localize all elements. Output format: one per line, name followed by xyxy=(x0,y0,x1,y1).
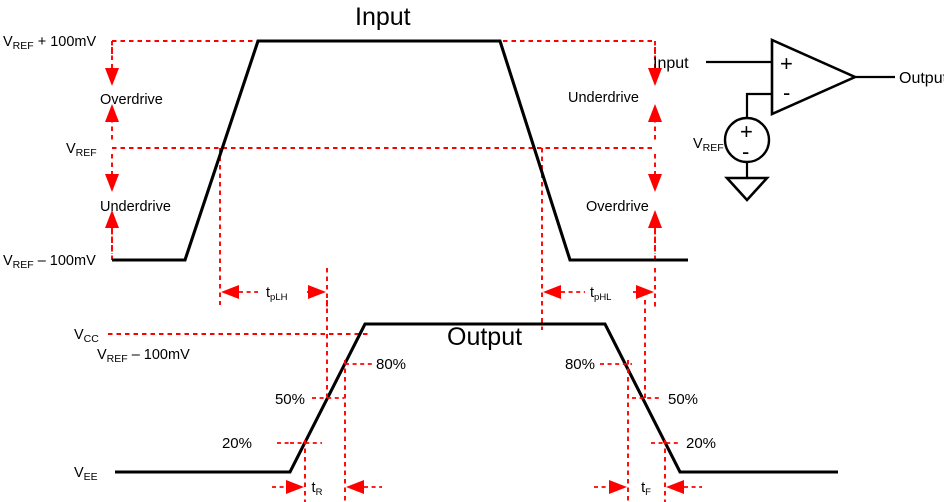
output-plot-title: Output xyxy=(447,323,522,351)
arrow-left-glyph xyxy=(221,285,239,299)
output-waveform-trace xyxy=(115,322,838,474)
svg-text:VREF – 100mV: VREF – 100mV xyxy=(3,253,96,271)
svg-text:VREF: VREF xyxy=(66,141,97,159)
arrow-right-glyph xyxy=(286,480,304,494)
fall-80-label: 80% xyxy=(565,356,595,373)
inverting-input-wire xyxy=(745,92,772,118)
label-vref-minus-100: VREF – 100mV xyxy=(3,253,96,271)
comparator-circuit: Input + - Output + - VREF xyxy=(653,37,944,202)
arrow-right-glyph xyxy=(308,285,326,299)
label-vcc: VCC xyxy=(74,327,99,345)
svg-text:VREF + 100mV: VREF + 100mV xyxy=(3,34,96,52)
input-section: Input VREF + 100mV VREF VREF – 100mV Ove… xyxy=(3,3,688,330)
right-overdrive-label: Overdrive xyxy=(586,199,649,215)
right-underdrive-label: Underdrive xyxy=(568,90,639,106)
input-waveform-trace xyxy=(112,39,688,262)
label-vref-plus-100: VREF + 100mV xyxy=(3,34,96,52)
input-plot-title: Input xyxy=(355,3,411,31)
arrow-up-glyph xyxy=(105,210,119,228)
arrow-down-glyph xyxy=(105,174,119,192)
right-overdrive-arrows: Overdrive xyxy=(586,154,662,254)
tplh-dimension: tpLH xyxy=(221,285,326,303)
arrow-right-glyph xyxy=(609,480,627,494)
rise-20-label: 20% xyxy=(222,435,252,452)
tf-label: tF xyxy=(641,480,651,498)
left-overdrive-label: Overdrive xyxy=(100,92,163,108)
fall-20-label: 20% xyxy=(686,435,716,452)
label-vref-minus-100-note: VREF – 100mV xyxy=(97,347,190,365)
left-underdrive-arrows: Underdrive xyxy=(100,154,171,254)
tf-dimension: tF xyxy=(594,480,702,498)
circuit-output-label: Output xyxy=(899,70,944,87)
left-underdrive-label: Underdrive xyxy=(100,199,171,215)
rise-80-label: 80% xyxy=(376,356,406,373)
arrow-left-glyph xyxy=(543,285,561,299)
arrow-down-glyph xyxy=(648,68,662,86)
source-plus-symbol: + xyxy=(740,119,753,144)
svg-text:VCC: VCC xyxy=(74,327,99,345)
arrow-up-glyph xyxy=(105,104,119,122)
circuit-input-label: Input xyxy=(653,55,689,72)
arrow-up-glyph xyxy=(648,104,662,122)
arrow-left-glyph xyxy=(666,480,684,494)
tr-dimension: tR xyxy=(272,480,382,498)
source-minus-symbol: - xyxy=(742,139,749,164)
arrow-right-glyph xyxy=(636,285,654,299)
output-section: Output VCC VREF – 100mV VEE 20% 50% 80% xyxy=(74,300,838,502)
vref-source-label: VREF xyxy=(693,136,724,154)
rise-50-label: 50% xyxy=(275,391,305,408)
label-vref: VREF xyxy=(66,141,97,159)
left-overdrive-arrows: Overdrive xyxy=(100,47,163,143)
right-underdrive-arrows: Underdrive xyxy=(568,47,662,143)
label-vee: VEE xyxy=(74,465,98,483)
tphl-dimension: tpHL xyxy=(543,285,654,303)
tphl-label: tpHL xyxy=(590,285,611,303)
opamp-plus-symbol: + xyxy=(780,51,793,76)
arrow-down-glyph xyxy=(648,174,662,192)
svg-text:VREF – 100mV: VREF – 100mV xyxy=(97,347,190,365)
opamp-triangle xyxy=(770,37,859,117)
arrow-up-glyph xyxy=(648,210,662,228)
arrow-left-glyph xyxy=(346,480,364,494)
tr-label: tR xyxy=(312,480,323,498)
ground-symbol xyxy=(724,176,770,202)
fall-50-label: 50% xyxy=(668,391,698,408)
opamp-minus-symbol: - xyxy=(783,80,790,105)
tplh-label: tpLH xyxy=(266,285,288,303)
svg-text:VEE: VEE xyxy=(74,465,98,483)
arrow-down-glyph xyxy=(105,68,119,86)
svg-text:VREF: VREF xyxy=(693,136,724,154)
